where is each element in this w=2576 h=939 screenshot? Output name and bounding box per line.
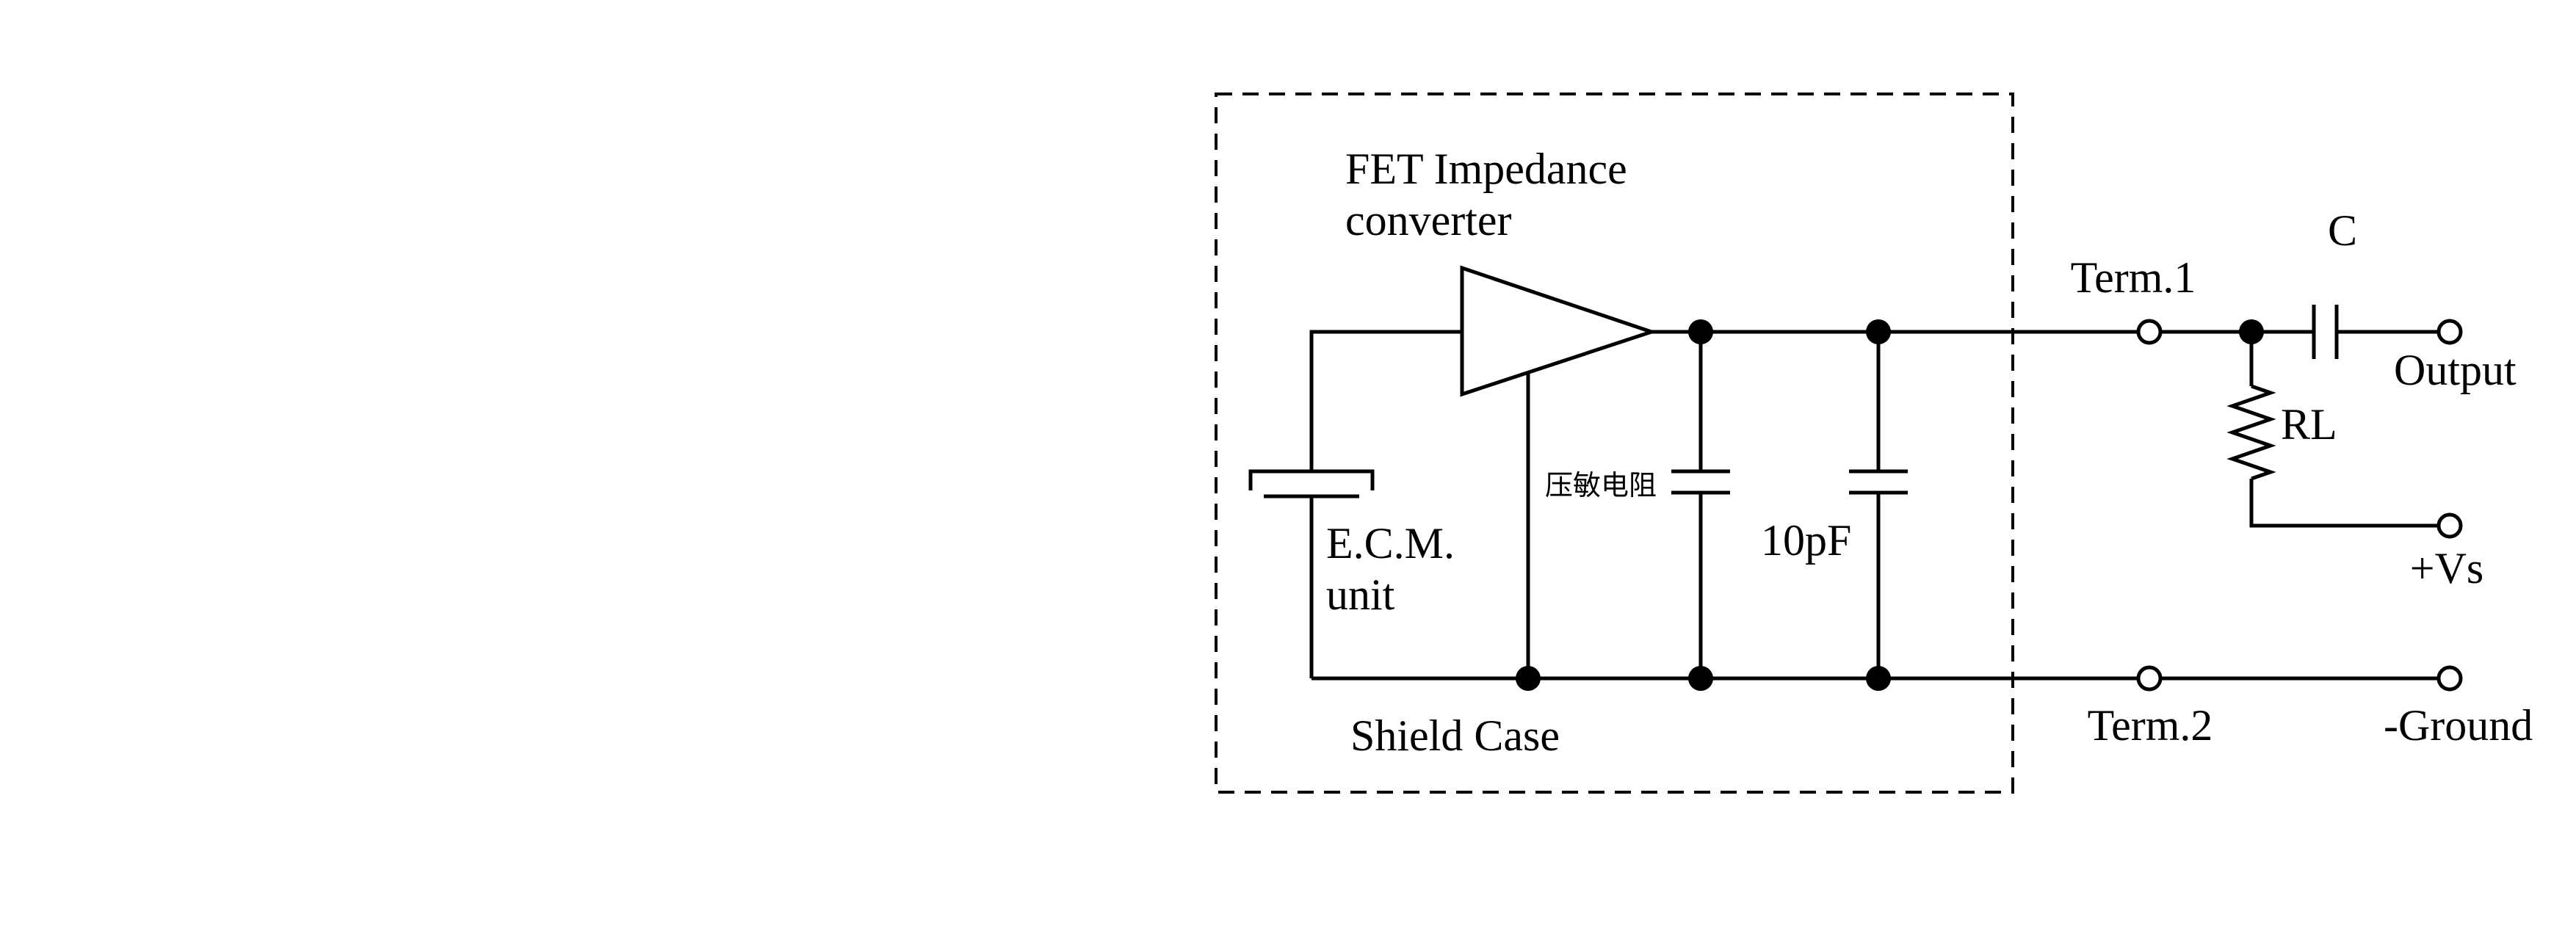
- junction-dot: [1866, 666, 1891, 691]
- terminal-term1: [2136, 319, 2163, 345]
- label-ecm-line2: unit: [1326, 570, 1395, 619]
- label-term2: Term.2: [2088, 701, 2213, 750]
- shield-case-box: [1215, 93, 2014, 794]
- label-ground: -Ground: [2384, 701, 2533, 750]
- label-ecm-line1: E.C.M.: [1326, 519, 1455, 568]
- amplifier-triangle-icon: [1460, 265, 1657, 397]
- capacitor-varistor-icon: [1671, 332, 1730, 678]
- ecm-diaphragm-plate: [1248, 469, 1375, 490]
- capacitor-c-icon: [2312, 305, 2450, 359]
- terminal-term2: [2136, 665, 2163, 692]
- junction-dot: [1688, 666, 1713, 691]
- label-varistor: 压敏电阻: [1545, 469, 1657, 501]
- label-shield-case: Shield Case: [1350, 711, 1560, 760]
- terminal-vs: [2436, 512, 2463, 539]
- junction-dot: [1688, 319, 1713, 344]
- label-rl: RL: [2281, 400, 2337, 449]
- wire-gate-feed: [1309, 330, 1462, 471]
- junction-dot: [2239, 319, 2264, 344]
- capacitor-10pf-icon: [1849, 332, 1908, 678]
- label-term1: Term.1: [2071, 253, 2196, 302]
- terminal-output: [2436, 319, 2463, 345]
- ecm-capsule-icon: [1248, 469, 1375, 678]
- rl-zigzag: [2226, 384, 2276, 481]
- fet-impedance-converter: [1460, 265, 1657, 397]
- label-output: Output: [2394, 346, 2517, 394]
- junction-dot: [1516, 666, 1541, 691]
- label-10pf: 10pF: [1761, 516, 1851, 565]
- terminal-ground: [2436, 665, 2463, 692]
- label-fet-line1: FET Impedance: [1345, 145, 1627, 193]
- label-c: C: [2328, 206, 2357, 255]
- label-fet-line2: converter: [1345, 196, 1512, 244]
- label-vs: +Vs: [2410, 544, 2484, 592]
- wire-rl-to-vs: [2249, 479, 2450, 528]
- junction-dot: [1866, 319, 1891, 344]
